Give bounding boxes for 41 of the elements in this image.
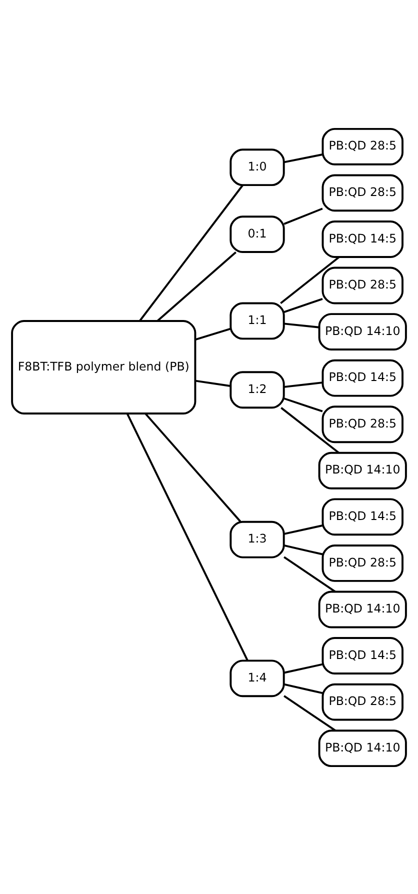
node-box: PB:QD 14:5 — [322, 498, 404, 536]
connector — [195, 379, 231, 386]
connector — [139, 184, 244, 321]
connector — [126, 412, 248, 660]
connector — [284, 381, 323, 388]
connector — [284, 524, 323, 534]
connector — [280, 256, 340, 304]
connector — [284, 694, 336, 731]
node-box: PB:QD 28:5 — [322, 174, 404, 212]
node-box: PB:QD 14:5 — [322, 636, 404, 674]
node-box: PB:QD 28:5 — [322, 127, 404, 165]
connector — [280, 406, 340, 454]
node-box: PB:QD 28:5 — [322, 544, 404, 582]
node-box: PB:QD 14:10 — [318, 312, 407, 350]
connector — [284, 682, 323, 694]
node-box: PB:QD 14:5 — [322, 358, 404, 396]
node-box: PB:QD 28:5 — [322, 405, 404, 443]
node-box: F8BT:TFB polymer blend (PB) — [11, 319, 196, 414]
node-box: PB:QD 14:5 — [322, 220, 404, 258]
connector — [284, 544, 323, 555]
node-box: 1:3 — [230, 520, 285, 558]
connector — [284, 556, 336, 592]
node-box: 1:1 — [230, 302, 285, 340]
node-box: PB:QD 14:10 — [318, 729, 407, 767]
node-box: 1:4 — [230, 659, 285, 697]
node-box: PB:QD 14:10 — [318, 451, 407, 489]
connector — [157, 250, 236, 321]
node-box: 0:1 — [230, 215, 285, 253]
connector — [144, 412, 242, 522]
connector — [284, 662, 323, 674]
connector — [284, 207, 323, 224]
connector — [284, 322, 320, 328]
connector — [284, 153, 323, 163]
node-box: 1:0 — [230, 148, 285, 186]
connector — [284, 397, 323, 412]
node-box: PB:QD 14:10 — [318, 590, 407, 628]
node-box: PB:QD 28:5 — [322, 682, 404, 720]
connector — [284, 298, 323, 313]
node-box: 1:2 — [230, 370, 285, 408]
connector — [195, 327, 231, 340]
node-box: PB:QD 28:5 — [322, 266, 404, 304]
